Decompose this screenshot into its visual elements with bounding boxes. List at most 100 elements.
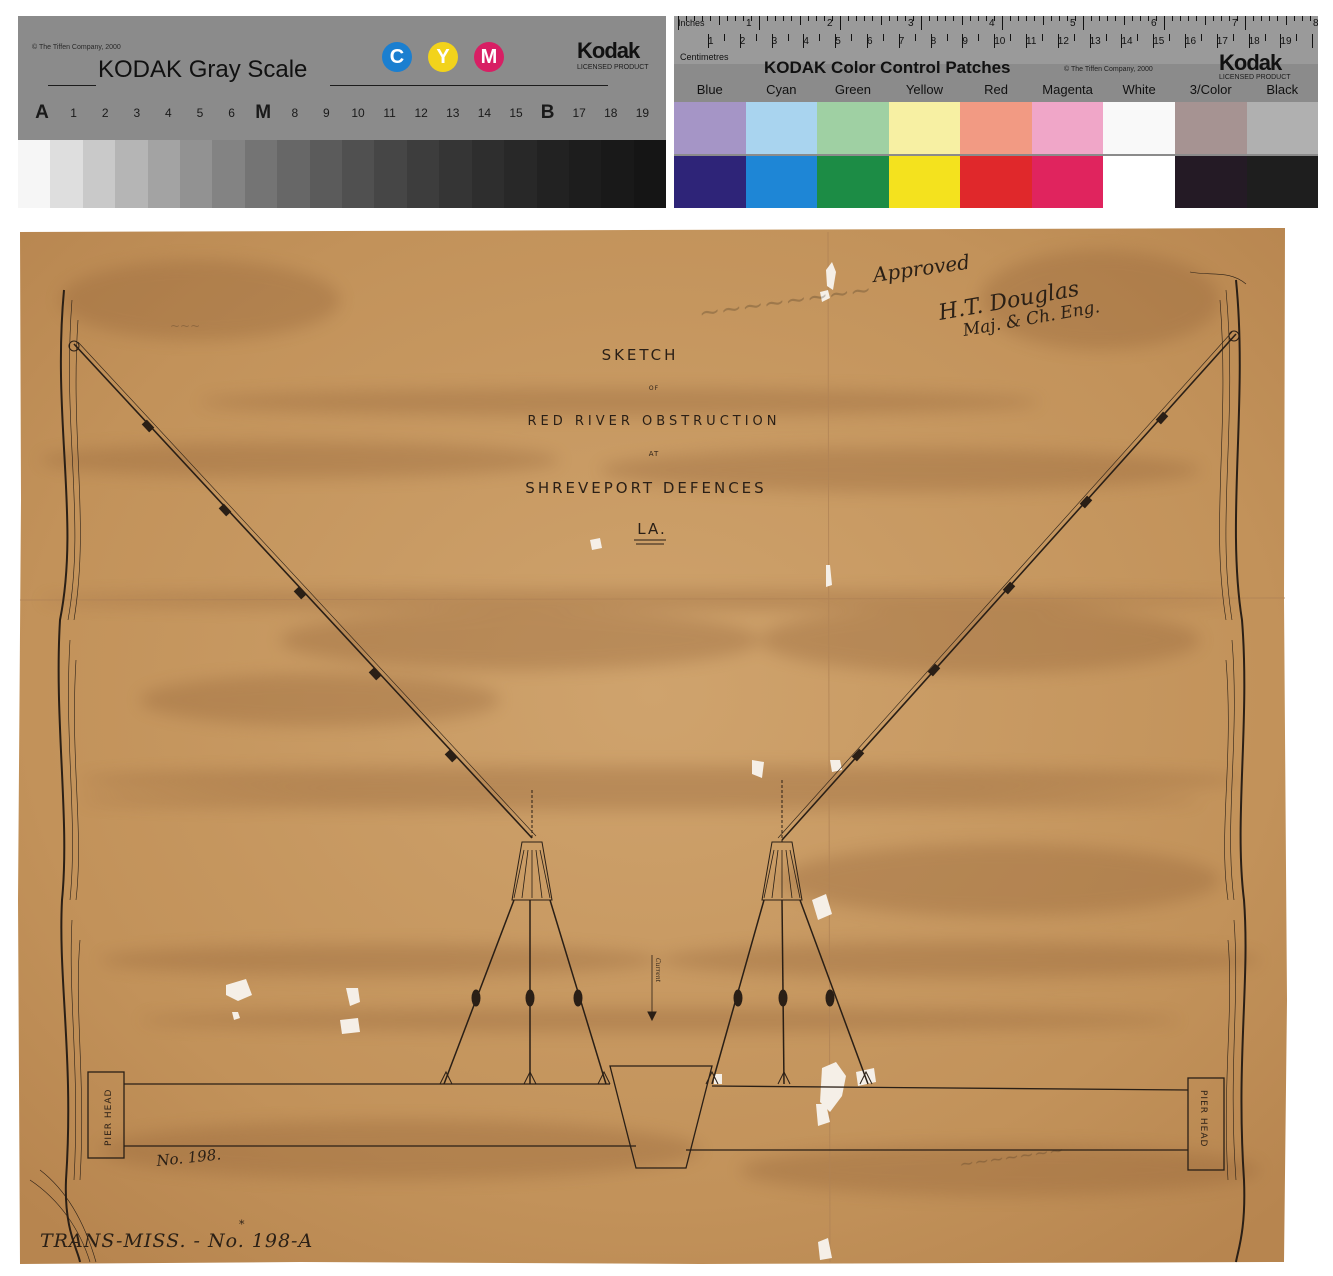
ruler-inch-number: 1	[746, 18, 752, 29]
ruler-tick	[1312, 34, 1314, 48]
ruler-tick	[1010, 34, 1012, 41]
color-patch	[817, 156, 889, 208]
gray-scale-label: 17	[572, 106, 586, 120]
gray-scale-label: 8	[291, 106, 299, 120]
ruler-inch-number: 8	[1313, 18, 1318, 29]
ruler-inch-number: 2	[827, 18, 833, 29]
gray-step	[147, 140, 181, 208]
ruler-tick	[742, 16, 744, 21]
ruler-inch-number: 3	[908, 18, 914, 29]
ruler-inch-number: 6	[1151, 18, 1157, 29]
ruler-tick	[880, 16, 882, 25]
ruler-tick	[912, 16, 914, 21]
ruler-tick	[921, 16, 922, 30]
ruler-tick	[686, 16, 688, 21]
ruler-cm-number: 19	[1280, 36, 1292, 47]
gray-step	[212, 140, 245, 208]
gray-step	[309, 140, 343, 208]
ruler-tick	[930, 34, 932, 48]
ruler-tick	[851, 34, 853, 41]
gray-step	[244, 140, 278, 208]
ruler-tick	[771, 34, 773, 48]
ruler-tick	[961, 16, 963, 25]
ruler-tick	[1123, 16, 1125, 25]
ruler-tick	[678, 16, 679, 30]
ruler-tick	[1018, 16, 1020, 21]
ruler-tick	[1232, 34, 1234, 41]
ruler-cm-number: 13	[1089, 36, 1101, 47]
licensed-product-label: LICENSED PRODUCT	[1219, 74, 1291, 81]
ruler-tick	[1002, 16, 1003, 30]
ruler-tick	[1236, 16, 1238, 21]
ruler-tick	[1137, 34, 1139, 41]
ruler-tick	[831, 16, 833, 21]
gray-step	[374, 140, 407, 208]
ruler-tick	[1010, 16, 1012, 21]
ruler-tick	[1269, 16, 1271, 21]
color-patch-name: White	[1122, 82, 1156, 97]
ruler-tick	[823, 16, 825, 21]
gray-step	[568, 140, 602, 208]
gray-step	[82, 140, 116, 208]
ruler-tick	[898, 34, 900, 48]
kodak-logo: Kodak	[577, 38, 640, 63]
gray-step	[471, 140, 505, 208]
color-patch	[960, 102, 1032, 154]
ruler-cm-number: 8	[930, 36, 937, 47]
kodak-logo: Kodak	[1219, 50, 1282, 75]
ruler-tick	[1107, 16, 1109, 21]
color-patches-title: KODAK Color Control Patches	[764, 58, 1011, 77]
color-patch-name: Black	[1266, 82, 1299, 97]
ruler-tick	[819, 34, 821, 41]
ruler-tick	[708, 34, 709, 48]
ruler-tick	[1212, 16, 1214, 21]
left-river-bank	[29, 289, 97, 1263]
left-pier-head-label: PIER HEAD	[104, 1089, 114, 1146]
ruler-tick	[1200, 34, 1202, 41]
ruler-tick	[1253, 16, 1255, 21]
color-patch	[1103, 156, 1175, 208]
ruler-tick	[1050, 16, 1052, 21]
ruler-cm-number: 6	[867, 36, 873, 47]
ruler-tick	[1121, 34, 1123, 48]
ruler-tick	[978, 34, 980, 41]
current-arrow	[647, 955, 657, 1022]
gray-scale-label: 15	[509, 106, 523, 120]
ruler-tick	[1139, 16, 1141, 21]
ruler-tick	[1034, 16, 1036, 21]
gray-step	[439, 140, 472, 208]
title-la: LA.	[637, 520, 666, 538]
ruler-tick	[888, 16, 890, 21]
ruler-tick	[1220, 16, 1222, 21]
right-pier-head	[1187, 1077, 1225, 1171]
current-label: Current	[654, 958, 661, 983]
ruler-tick	[1309, 16, 1311, 21]
archive-label: TRANS-MISS. - No. 198-A	[40, 1230, 313, 1252]
ruler-tick	[1091, 16, 1093, 21]
ruler-tick	[1285, 16, 1287, 25]
ruler-tick	[1277, 16, 1279, 21]
color-patches-dark	[674, 156, 1318, 208]
ruler-tick	[1261, 16, 1263, 21]
ruler-tick	[1228, 16, 1230, 21]
color-patch	[888, 156, 961, 208]
ruler-cm-number: 15	[1153, 36, 1165, 47]
ruler-tick	[1115, 16, 1117, 21]
ruler-tick	[969, 16, 971, 21]
color-patch	[745, 102, 818, 154]
ruler-cm-number: 11	[1026, 36, 1037, 47]
ruler-tick	[1083, 16, 1084, 30]
gray-scale-label: 5	[196, 106, 204, 120]
ruler-tick	[726, 16, 728, 21]
gray-scale-label: 12	[414, 106, 428, 120]
ruler-tick	[710, 16, 712, 21]
ruler-tick	[702, 16, 704, 21]
ruler-cm-number: 9	[962, 36, 968, 47]
gray-scale-label: M	[255, 102, 272, 123]
ruler-tick	[985, 16, 987, 21]
ruler-cm-number: 1	[708, 36, 714, 47]
gray-scale-label: 9	[323, 106, 330, 120]
ruler-tick	[1066, 16, 1068, 21]
